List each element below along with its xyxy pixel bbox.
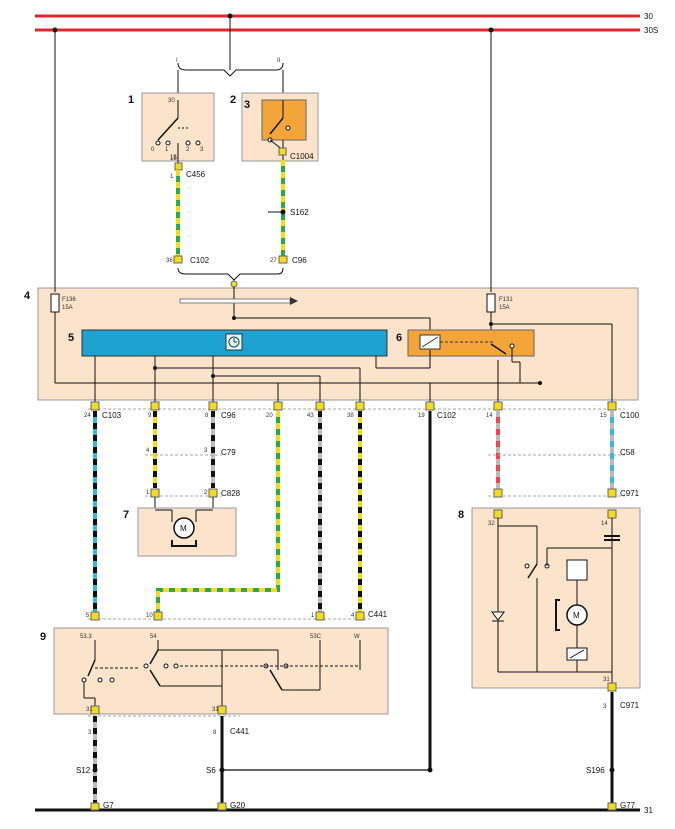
connector-c1004: C1004 (290, 152, 314, 161)
pin-1b: 1 (146, 490, 150, 496)
connector-c456: C456 (186, 170, 206, 179)
ground-g20: G20 (230, 801, 246, 810)
connector-c441: C441 (368, 610, 388, 619)
ground-g77: G77 (620, 801, 636, 810)
switch-contact-0: 0 (151, 147, 155, 153)
component-9-number: 9 (40, 631, 46, 643)
pin-14b: 14 (601, 521, 608, 527)
splice-s196: S196 (586, 766, 605, 775)
component-8-number: 8 (458, 509, 464, 521)
pin-3: 3 (204, 448, 208, 454)
connector-c971: C971 (620, 489, 640, 498)
pump-relay-coil (566, 559, 588, 581)
pin-19: 19 (418, 413, 425, 419)
fuse-f136-label: F136 (62, 297, 76, 303)
connector-c96-top: C96 (292, 256, 307, 265)
motor-8-label: M (573, 611, 580, 620)
component-2-number: 2 (230, 94, 236, 106)
pin-1c: 1 (311, 613, 315, 619)
pin-31b: 31 (86, 707, 93, 713)
fuse-f136-rating: 15A (62, 305, 73, 311)
rail-30-label: 30 (644, 12, 653, 21)
component-8-pump-module: 8 32 14 M 31 (458, 507, 641, 692)
fuse-f136 (50, 293, 60, 313)
switch-pos-ii: II (277, 58, 281, 64)
pin-24: 24 (84, 413, 91, 419)
ground-rail: 31 (35, 806, 653, 815)
connector-c58: C58 (620, 448, 635, 457)
component-3-relay (261, 99, 307, 141)
fuse-f131-rating: 15A (499, 305, 510, 311)
splice-s6: S6 (206, 766, 216, 775)
connector-c100: C100 (620, 411, 640, 420)
connector-c971-bottom: C971 (620, 701, 640, 710)
switch-pos-i: I (176, 58, 178, 64)
component-5-number: 5 (68, 332, 74, 344)
rail-31-label: 31 (644, 806, 653, 815)
switch-contact-15: 15 (170, 155, 177, 161)
pin-4: 4 (146, 448, 150, 454)
connector-c441-bottom: C441 (230, 727, 250, 736)
connector-c102-top: C102 (190, 256, 210, 265)
terminal-53c: 53C (310, 634, 322, 640)
pin-2: 2 (204, 490, 208, 496)
module-4-connectors: 24 C103 9 8 C96 20 43 38 19 C102 14 15 C… (84, 401, 640, 420)
terminal-w: W (354, 634, 360, 640)
harness-wires: 4 3 C79 C58 1 2 C828 C971 (93, 411, 640, 773)
pin-20: 20 (266, 413, 273, 419)
connector-c103: C103 (102, 411, 122, 420)
connector-c828: C828 (221, 489, 241, 498)
component-6-number: 6 (396, 332, 402, 344)
fuse-f131-label: F131 (499, 297, 513, 303)
pin-3c: 3 (88, 730, 92, 736)
pin-15b: 15 (600, 413, 607, 419)
connector-c102: C102 (437, 411, 457, 420)
pin-5: 5 (86, 613, 90, 619)
pin-1: 1 (170, 174, 174, 180)
component-1-number: 1 (128, 94, 134, 106)
terminal-53-3: 53.3 (80, 634, 92, 640)
rail-30s-label: 30S (644, 26, 658, 35)
connector-c79: C79 (221, 448, 236, 457)
component-9-wiper-switch-module: 5 10 1 4 C441 9 53.3 54 53C W (40, 610, 389, 736)
ground-drops: S12 S6 S196 3 C971 G7 G20 G77 (76, 692, 640, 811)
connector-c96: C96 (221, 411, 236, 420)
pin-31: 31 (603, 677, 610, 683)
pin-27: 27 (270, 258, 277, 264)
pin-3b: 3 (603, 704, 607, 710)
pin-36: 36 (166, 258, 173, 264)
component-7-wiper-motor: 7 M (123, 497, 237, 557)
pin-8: 8 (205, 413, 209, 419)
fuse-f131 (486, 293, 496, 313)
diode-icon (491, 611, 505, 621)
supply-rails: 30 30S (35, 12, 658, 35)
motor-7-label: M (180, 524, 187, 533)
switch-contact-1: 1 (165, 147, 169, 153)
component-7-number: 7 (123, 509, 129, 521)
component-3-number: 3 (244, 99, 250, 111)
pin-8b: 8 (213, 730, 217, 736)
pin-14: 14 (486, 413, 493, 419)
component-1-wiper-switch: 1 30 0 1 2 3 15 (128, 92, 215, 168)
terminal-54: 54 (150, 634, 157, 640)
pin-32: 32 (488, 521, 495, 527)
pin-9: 9 (148, 413, 152, 419)
ground-g7: G7 (103, 801, 114, 810)
splice-s12: S12 (76, 766, 91, 775)
switch-contact-2: 2 (186, 147, 190, 153)
pin-10: 10 (146, 613, 153, 619)
switch-contact-30: 30 (168, 98, 175, 104)
pin-15: 15 (170, 156, 177, 162)
splice-s162: S162 (290, 208, 309, 217)
switch-wires: S162 36 C102 27 C96 (166, 160, 309, 281)
component-4-control-module: 4 F136 15A F131 15A 5 6 (24, 30, 639, 408)
pin-31c: 31 (212, 707, 219, 713)
pin-4b: 4 (351, 613, 355, 619)
motor-icon (173, 517, 195, 539)
pin-38: 38 (347, 413, 354, 419)
component-4-number: 4 (24, 290, 31, 302)
switch-contact-3: 3 (200, 147, 204, 153)
pin-43: 43 (307, 413, 314, 419)
